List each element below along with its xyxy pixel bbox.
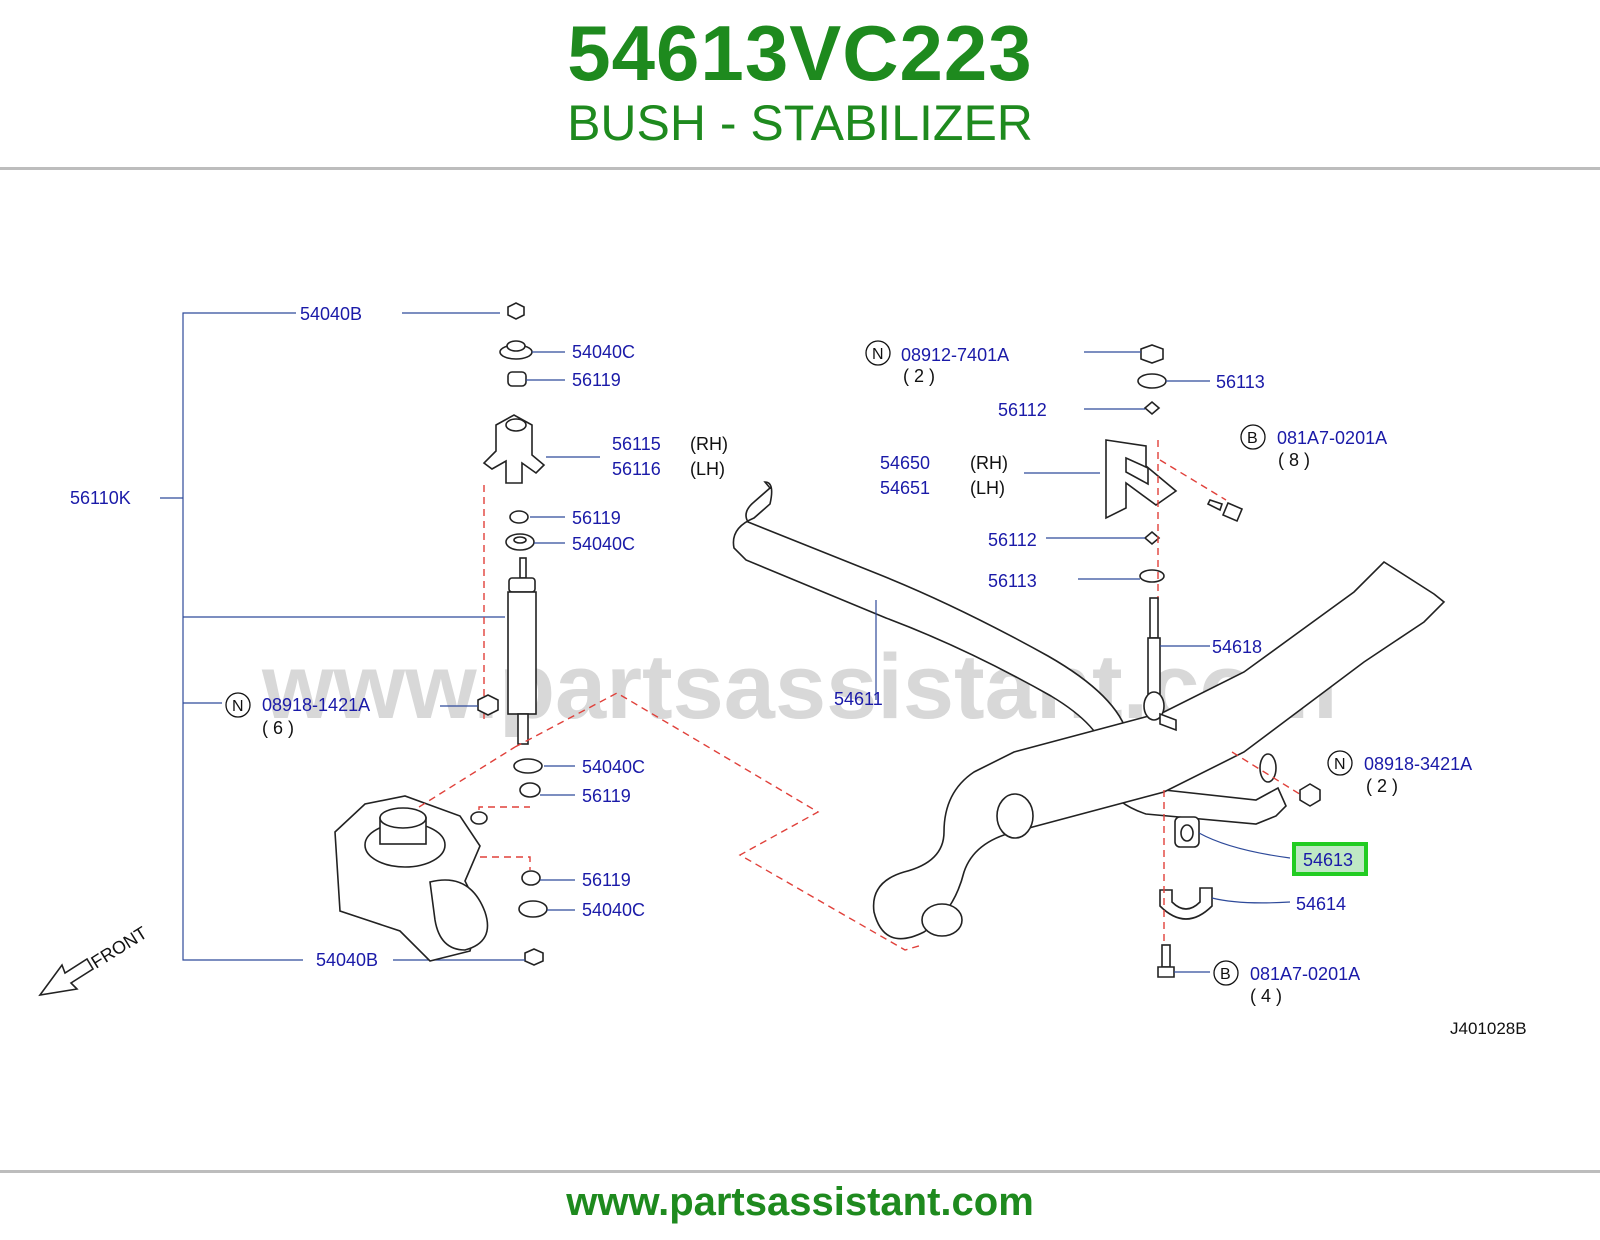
- part-number-title: 54613VC223: [567, 9, 1033, 97]
- label-qty-4: ( 4 ): [1250, 986, 1282, 1006]
- label-56119-3[interactable]: 56119: [582, 786, 631, 806]
- label-54040B-bottom[interactable]: 54040B: [316, 950, 378, 970]
- stabilizer-link: [1046, 344, 1244, 732]
- label-56119-2[interactable]: 56119: [572, 508, 621, 528]
- label-56119-1[interactable]: 56119: [572, 370, 621, 390]
- label-54040C-4[interactable]: 54040C: [582, 900, 645, 920]
- header: 54613VC223 BUSH - STABILIZER: [0, 0, 1600, 170]
- label-b-2: B: [1220, 966, 1231, 983]
- highlight-box: [1292, 842, 1368, 876]
- shock-absorber-assembly: [393, 302, 600, 966]
- label-qty-8: ( 8 ): [1278, 450, 1310, 470]
- label-56113-1[interactable]: 56113: [1216, 372, 1265, 392]
- label-54040C-2[interactable]: 54040C: [572, 534, 635, 554]
- label-lh-2: (LH): [970, 478, 1005, 498]
- label-56112-1[interactable]: 56112: [998, 400, 1047, 420]
- diagram-code: J401028B: [1450, 1019, 1527, 1038]
- diagram-svg: www.partsassistant.com: [38, 302, 1527, 1038]
- label-54611[interactable]: 54611: [834, 689, 883, 709]
- label-qty-6: ( 6 ): [262, 718, 294, 738]
- n-circle-icon: [1327, 750, 1353, 776]
- label-56116[interactable]: 56116: [612, 459, 661, 479]
- label-54651[interactable]: 54651: [880, 478, 930, 498]
- header-divider: [0, 167, 1600, 170]
- stabilizer-bush-group: [1157, 751, 1321, 978]
- part-labels: 54040B 54040C 56119 56115 (RH) 56116 (LH…: [70, 304, 1527, 1038]
- label-56119-4[interactable]: 56119: [582, 870, 631, 890]
- label-54040B-top[interactable]: 54040B: [300, 304, 362, 324]
- label-56113-2[interactable]: 56113: [988, 571, 1037, 591]
- label-081A7-0201A-2[interactable]: 081A7-0201A: [1250, 964, 1360, 984]
- label-56110K[interactable]: 56110K: [70, 488, 131, 508]
- label-rh-1: (RH): [690, 434, 728, 454]
- part-name-subtitle: BUSH - STABILIZER: [567, 95, 1033, 151]
- b-circle-icon: [1240, 424, 1266, 450]
- label-54613-highlighted[interactable]: 54613: [1303, 850, 1353, 870]
- parts-diagram: www.partsassistant.com: [0, 170, 1600, 1170]
- label-n-3: N: [1334, 756, 1346, 773]
- label-qty-2b: ( 2 ): [1366, 776, 1398, 796]
- label-qty-2a: ( 2 ): [903, 366, 935, 386]
- bracket-56110K: [160, 312, 505, 961]
- n-circle-icon: [865, 340, 891, 366]
- label-08918-1421A[interactable]: 08918-1421A: [262, 695, 370, 715]
- label-56112-2[interactable]: 56112: [988, 530, 1037, 550]
- front-arrow-icon: FRONT: [38, 923, 151, 997]
- n-circle-icon: [225, 692, 251, 718]
- label-54618[interactable]: 54618: [1212, 637, 1262, 657]
- label-54650[interactable]: 54650: [880, 453, 930, 473]
- label-lh-1: (LH): [690, 459, 725, 479]
- label-rh-2: (RH): [970, 453, 1008, 473]
- control-arm: [872, 560, 1446, 940]
- label-54040C-1[interactable]: 54040C: [572, 342, 635, 362]
- assembly-dashed-outline: [514, 692, 923, 951]
- label-54614[interactable]: 54614: [1296, 894, 1346, 914]
- label-n-2: N: [872, 346, 884, 363]
- footer-divider: [0, 1170, 1600, 1173]
- label-08918-3421A[interactable]: 08918-3421A: [1364, 754, 1472, 774]
- b-circle-icon: [1213, 960, 1239, 986]
- front-label: FRONT: [88, 923, 151, 973]
- stabilizer-bar: [732, 481, 1287, 825]
- footer-url-link[interactable]: www.partsassistant.com: [566, 1180, 1034, 1224]
- link-bracket: [1024, 439, 1178, 520]
- label-b-1: B: [1247, 430, 1258, 447]
- label-08912-7401A[interactable]: 08912-7401A: [901, 345, 1009, 365]
- label-56115[interactable]: 56115: [612, 434, 661, 454]
- label-n-1: N: [232, 698, 244, 715]
- label-081A7-0201A-1[interactable]: 081A7-0201A: [1277, 428, 1387, 448]
- label-54040C-3[interactable]: 54040C: [582, 757, 645, 777]
- spring-seat-assembly: [334, 746, 531, 962]
